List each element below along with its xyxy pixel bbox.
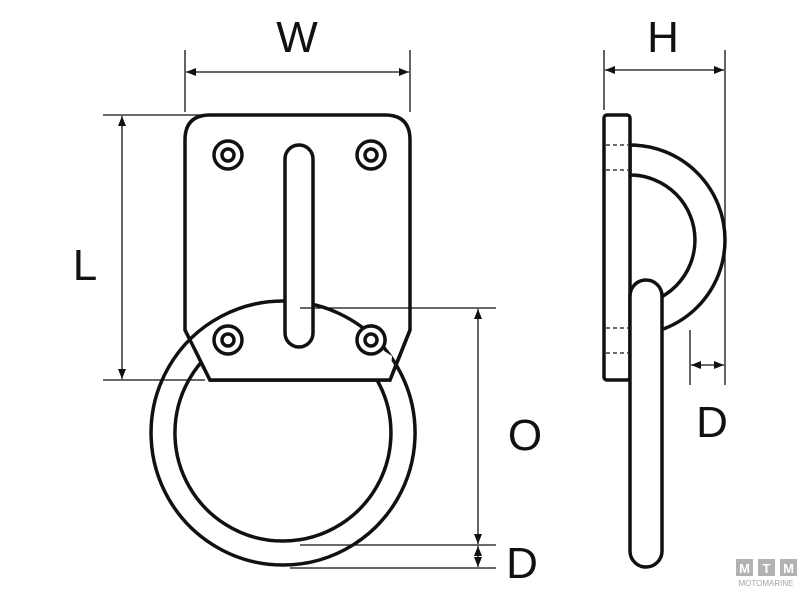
height-label: H <box>647 13 679 62</box>
motomarine-logo: M T M MOTOMARINE <box>736 559 797 588</box>
svg-text:M: M <box>783 561 794 576</box>
ring-diameter-label: O <box>508 411 542 460</box>
svg-text:MOTOMARINE: MOTOMARINE <box>739 579 794 588</box>
ring-hinge-slot <box>283 143 315 349</box>
side-ring <box>628 278 664 569</box>
svg-text:M: M <box>739 561 750 576</box>
svg-text:T: T <box>763 561 771 576</box>
side-plate <box>602 113 632 382</box>
width-label: W <box>276 13 318 62</box>
length-label: L <box>73 241 97 290</box>
ring-thickness-label: D <box>506 539 538 588</box>
side-thickness-label: D <box>696 398 728 447</box>
